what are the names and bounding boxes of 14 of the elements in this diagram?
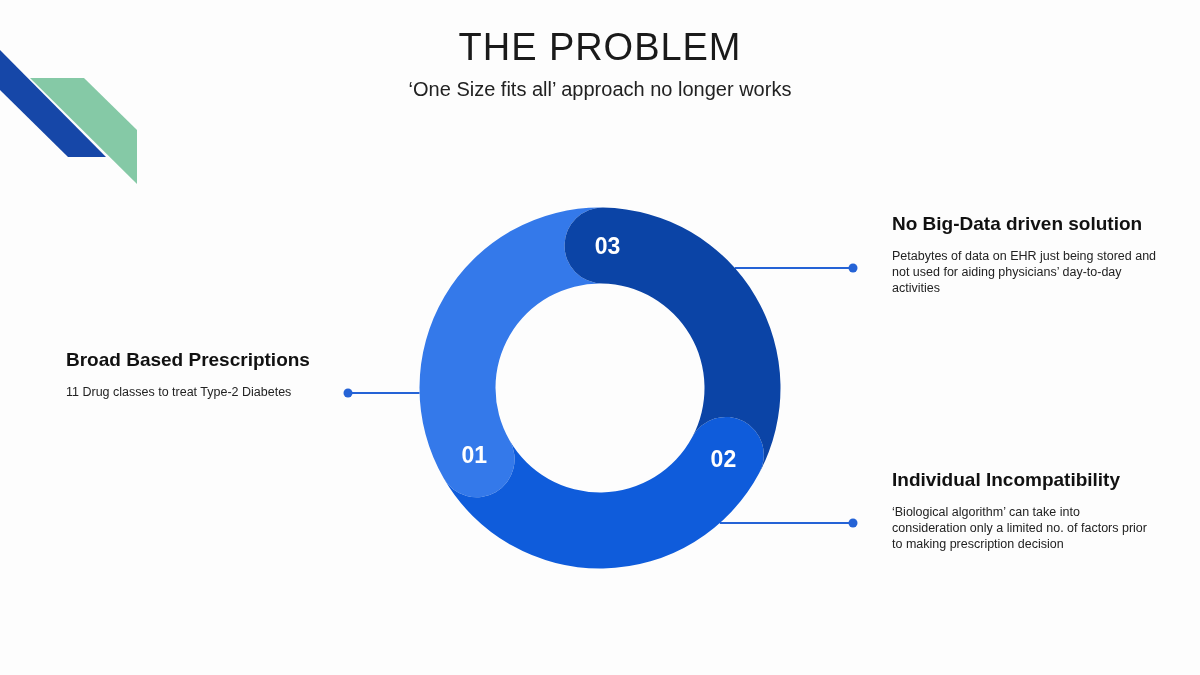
leader-line [733, 263, 858, 273]
leader-line [718, 518, 858, 528]
segment-number: 03 [594, 234, 621, 258]
point-description: 11 Drug classes to treat Type-2 Diabetes [66, 383, 293, 400]
point-heading: Broad Based Prescriptions [66, 348, 310, 372]
leader-line [343, 388, 421, 398]
point-heading: Individual Incompatibility [892, 468, 1122, 492]
subtitle: ‘One Size fits all’ approach no longer works [408, 77, 792, 102]
point-description: Petabytes of data on EHR just being stored and not used for aiding physicians’ day-to-day activities [892, 247, 1157, 296]
segment-number: 01 [461, 443, 487, 467]
segment-number: 02 [710, 447, 737, 471]
title: THE PROBLEM [458, 28, 742, 66]
point-heading: No Big-Data driven solution [892, 212, 1144, 236]
point-description: ‘Biological algorithm’ can take into consideration only a limited no. of factors prior to making prescription decision [892, 503, 1148, 552]
